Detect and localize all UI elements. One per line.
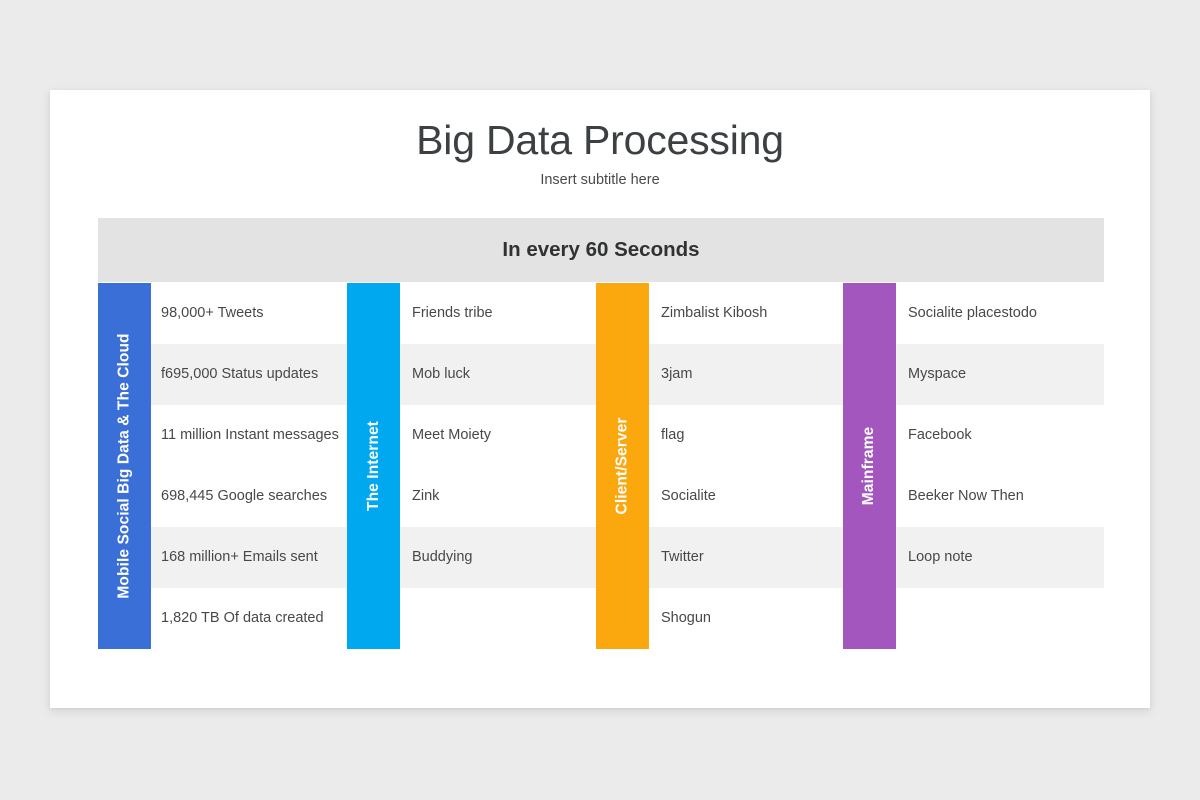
column-bar-1-label: Mobile Social Big Data & The Cloud [115,333,133,599]
column-bar-3[interactable]: Client/Server [596,283,649,649]
comparison-table: In every 60 Seconds Mobile Social Big Da… [98,218,1104,651]
column-bar-2-label: The Internet [364,421,382,511]
list-item-label: Shogun [661,609,711,626]
list-item[interactable]: 168 million+ Emails sent [151,527,347,588]
list-item[interactable]: 698,445 Google searches [151,466,347,527]
list-item[interactable]: Shogun [649,588,843,649]
list-item-label: Myspace [908,365,967,382]
list-item[interactable]: Socialite placestodo [896,283,1095,344]
list-item-label: 698,445 Google searches [161,487,328,504]
list-item-label: 3jam [661,365,693,382]
list-item-label: Twitter [661,548,704,565]
list-item[interactable]: Zink [400,466,596,527]
list-item-label: Zink [412,487,440,504]
list-item[interactable]: f695,000 Status updates [151,344,347,405]
list-item[interactable]: Meet Moiety [400,405,596,466]
list-item-label: Buddying [412,548,473,565]
list-item-label: 1,820 TB Of data created [161,609,324,626]
page-subtitle: Insert subtitle here [540,172,660,188]
list-item[interactable]: Zimbalist Kibosh [649,283,843,344]
list-item[interactable]: 98,000+ Tweets [151,283,347,344]
column-items-2: Friends tribe Mob luck Meet Moiety Zink … [400,283,596,651]
list-item-label: flag [661,426,685,443]
column-group-1: Mobile Social Big Data & The Cloud 98,00… [98,283,347,651]
list-item-label: 168 million+ Emails sent [161,548,318,565]
list-item-label: Beeker Now Then [908,487,1024,504]
section-header-band: In every 60 Seconds [98,218,1104,282]
list-item-label: 98,000+ Tweets [161,304,264,321]
list-item-label: 11 million Instant messages [161,426,339,443]
column-items-4: Socialite placestodo Myspace Facebook Be… [896,283,1095,651]
column-bar-3-label: Client/Server [613,417,631,515]
table-columns: Mobile Social Big Data & The Cloud 98,00… [98,283,1104,651]
list-item[interactable]: 1,820 TB Of data created [151,588,347,649]
list-item[interactable]: Socialite [649,466,843,527]
list-item-label: Meet Moiety [412,426,491,443]
slide-card: Big Data Processing Insert subtitle here… [50,90,1150,708]
list-item[interactable]: 11 million Instant messages [151,405,347,466]
column-bar-4[interactable]: Mainframe [843,283,896,649]
list-item[interactable]: Myspace [896,344,1095,405]
list-item-label: Loop note [908,548,973,565]
list-item[interactable]: 3jam [649,344,843,405]
list-item-label: Facebook [908,426,972,443]
list-item[interactable]: flag [649,405,843,466]
column-group-2: The Internet Friends tribe Mob luck Meet… [347,283,596,651]
column-bar-1[interactable]: Mobile Social Big Data & The Cloud [98,283,151,649]
list-item[interactable] [896,588,1095,649]
column-group-3: Client/Server Zimbalist Kibosh 3jam flag… [596,283,843,651]
column-items-1: 98,000+ Tweets f695,000 Status updates 1… [151,283,347,651]
list-item-label: Friends tribe [412,304,493,321]
list-item-label: f695,000 Status updates [161,365,319,382]
list-item[interactable]: Friends tribe [400,283,596,344]
list-item[interactable]: Facebook [896,405,1095,466]
column-group-4: Mainframe Socialite placestodo Myspace F… [843,283,1095,651]
list-item[interactable] [400,588,596,649]
list-item-label: Zimbalist Kibosh [661,304,768,321]
list-item-label: Mob luck [412,365,471,382]
list-item[interactable]: Beeker Now Then [896,466,1095,527]
list-item[interactable]: Mob luck [400,344,596,405]
page-title: Big Data Processing [416,117,784,163]
list-item-label: Socialite placestodo [908,304,1037,321]
section-header-label: In every 60 Seconds [502,238,700,261]
list-item[interactable]: Loop note [896,527,1095,588]
list-item[interactable]: Twitter [649,527,843,588]
column-items-3: Zimbalist Kibosh 3jam flag Socialite Twi… [649,283,843,651]
list-item-label: Socialite [661,487,716,504]
column-bar-2[interactable]: The Internet [347,283,400,649]
column-bar-4-label: Mainframe [860,426,878,506]
list-item[interactable]: Buddying [400,527,596,588]
